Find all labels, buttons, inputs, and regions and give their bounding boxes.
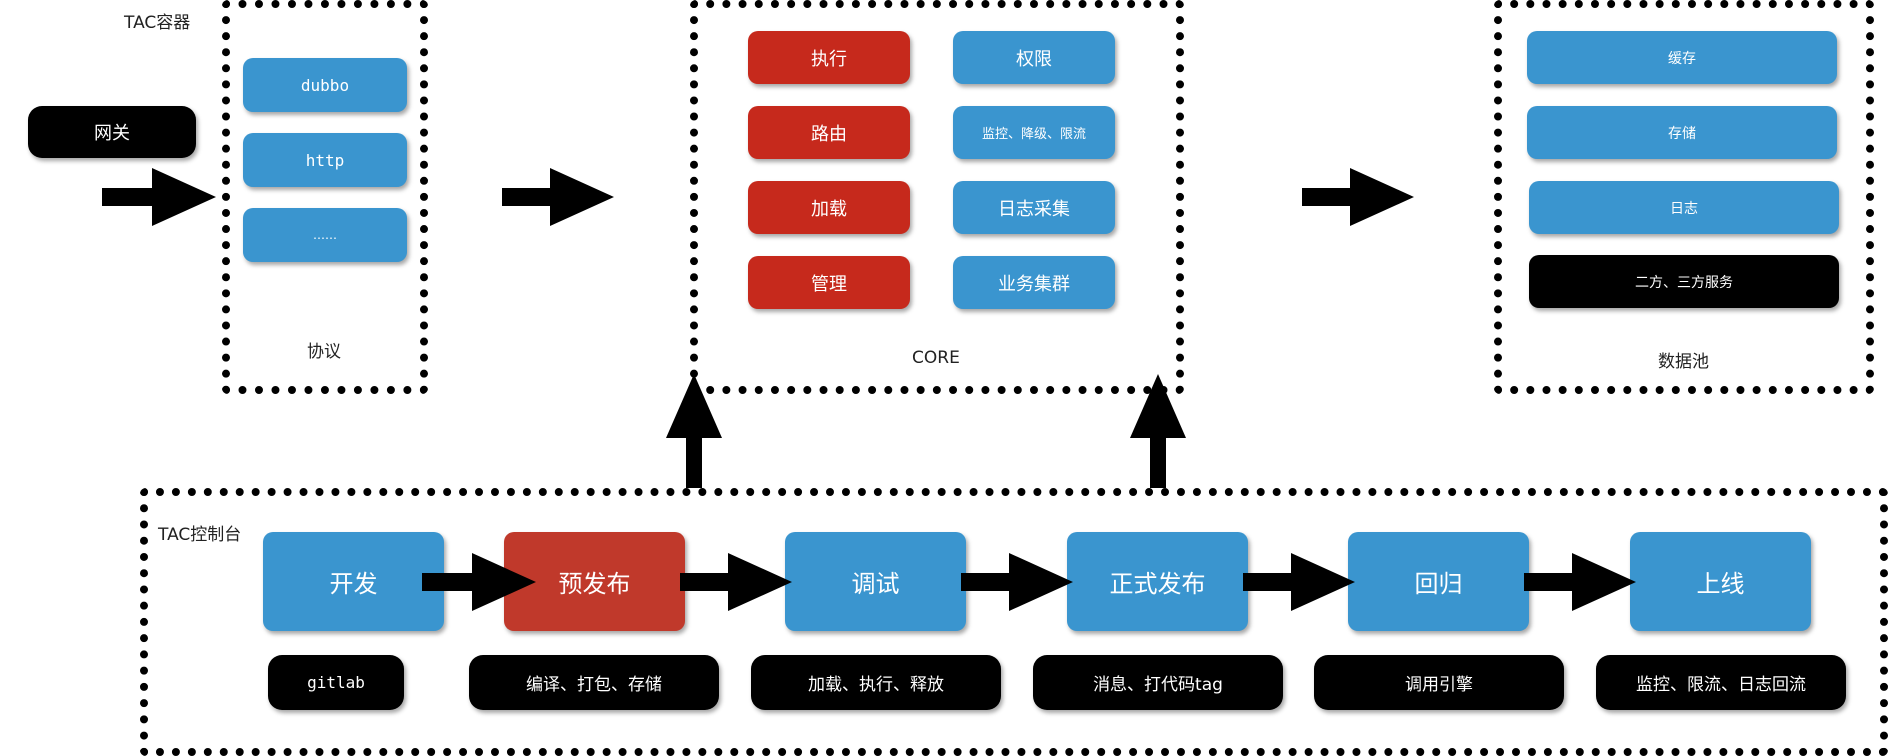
core-caption: CORE	[912, 348, 960, 368]
core-load: 加载	[748, 181, 910, 234]
note-gitlab: gitlab	[268, 655, 404, 710]
note-message-tag: 消息、打代码tag	[1033, 655, 1283, 710]
arrow-protocol-to-core	[502, 168, 614, 226]
tac-container-title: TAC容器	[124, 13, 191, 33]
arrow-debug-to-release	[961, 553, 1073, 611]
datapool-log: 日志	[1529, 181, 1839, 234]
arrow-up-to-core-right	[1130, 374, 1186, 488]
protocol-item-dubbo: dubbo	[243, 58, 407, 112]
arrow-gateway-to-protocol	[102, 168, 216, 226]
protocol-caption: 协议	[307, 342, 341, 362]
core-monitor: 监控、降级、限流	[953, 106, 1115, 159]
console-title: TAC控制台	[158, 525, 242, 545]
core-manage: 管理	[748, 256, 910, 309]
datapool-third-party: 二方、三方服务	[1529, 255, 1839, 308]
stage-release: 正式发布	[1067, 532, 1248, 631]
gateway-box: 网关	[28, 106, 196, 158]
core-business-cluster: 业务集群	[953, 256, 1115, 309]
note-invoke-engine: 调用引擎	[1314, 655, 1564, 710]
note-monitor-limit-log: 监控、限流、日志回流	[1596, 655, 1846, 710]
note-load-execute-release: 加载、执行、释放	[751, 655, 1001, 710]
arrow-regression-to-online	[1524, 553, 1636, 611]
stage-develop: 开发	[263, 532, 444, 631]
arrow-up-to-core-left	[666, 374, 722, 488]
note-compile-package-store: 编译、打包、存储	[469, 655, 719, 710]
protocol-item-http: http	[243, 133, 407, 187]
core-permission: 权限	[953, 31, 1115, 84]
gateway-label: 网关	[94, 123, 130, 144]
datapool-storage: 存储	[1527, 106, 1837, 159]
protocol-container	[222, 0, 428, 394]
protocol-item-more: ……	[243, 208, 407, 262]
arrow-core-to-datapool	[1302, 168, 1414, 226]
stage-online: 上线	[1630, 532, 1811, 631]
datapool-caption: 数据池	[1658, 352, 1709, 372]
console-container	[140, 488, 1888, 756]
stage-regression: 回归	[1348, 532, 1529, 631]
arrow-release-to-regression	[1243, 553, 1355, 611]
stage-debug: 调试	[785, 532, 966, 631]
datapool-container	[1494, 0, 1874, 394]
arrow-prerelease-to-debug	[680, 553, 792, 611]
core-execute: 执行	[748, 31, 910, 84]
arrow-develop-to-prerelease	[422, 553, 536, 611]
core-route: 路由	[748, 106, 910, 159]
core-container	[690, 0, 1184, 394]
core-log-collect: 日志采集	[953, 181, 1115, 234]
datapool-cache: 缓存	[1527, 31, 1837, 84]
